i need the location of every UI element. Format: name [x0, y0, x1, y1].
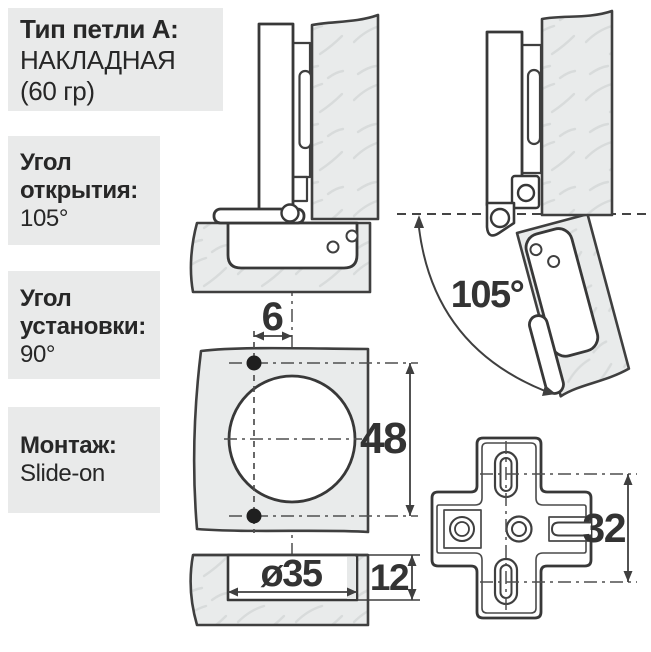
- drilling-pattern-view: 6 48: [192, 295, 418, 534]
- dim32-arrow-top: [623, 474, 633, 485]
- dim35-arrow-left: [228, 587, 238, 597]
- plate-right-notch: [548, 516, 591, 542]
- mounting-value: Slide-on: [20, 460, 105, 487]
- dim6-arrow-left: [254, 331, 264, 341]
- dim12-arrow-bottom: [407, 589, 417, 600]
- dim48-arrow-bottom: [405, 505, 415, 516]
- arc-arrowhead-bottom: [542, 385, 556, 396]
- mounting-panel: Монтаж: Slide-on: [8, 407, 160, 513]
- plate-left-hole-inner: [454, 521, 470, 537]
- cup-recess-back-wall: [347, 557, 356, 599]
- dim48-arrow-top: [405, 363, 415, 374]
- hinge-cup-open: [524, 227, 600, 358]
- cup-hole-open-2: [547, 254, 561, 268]
- hinge-open-view: 105°: [397, 9, 648, 398]
- cup-depth-section-view: ø35 12: [189, 553, 420, 627]
- cup-hole-open-1: [529, 243, 543, 257]
- hinge-type-value-line2: (60 гр): [20, 76, 95, 106]
- dim-screw-spacing-value: 48: [360, 414, 407, 463]
- dim12-arrow-top: [407, 555, 417, 566]
- screw-hole-top: [246, 355, 262, 371]
- pivot-closed: [280, 203, 300, 223]
- hinge-type-value-line1: НАКЛАДНАЯ: [20, 45, 176, 75]
- cup-hole-2: [345, 229, 359, 243]
- plate-step: [291, 175, 309, 203]
- open-angle-arc: [418, 227, 546, 392]
- dim6-arrow-right: [282, 331, 292, 341]
- hinge-closed-view: [189, 13, 380, 294]
- dim-plate-spacing-value: 32: [582, 505, 625, 551]
- install-angle-value: 90°: [20, 341, 56, 368]
- install-angle-label: Угол установки:: [20, 285, 146, 340]
- pivot-open-1: [516, 183, 536, 203]
- hinge-type-panel: Тип петли А: НАКЛАДНАЯ (60 гр): [8, 8, 223, 111]
- dim-cup-depth-value: 12: [370, 557, 409, 598]
- screw-hole-bottom: [246, 508, 262, 524]
- open-door-group: [515, 212, 631, 398]
- cabinet-panel-section: [310, 13, 380, 221]
- plate-slot-centerlines: [480, 473, 637, 583]
- mounting-plate-view: 32: [430, 436, 637, 620]
- dim-cup-diameter-value: ø35: [261, 553, 323, 595]
- plate-inner-outline: [436, 442, 587, 614]
- plate-center-hole-inner: [511, 521, 527, 537]
- arc-arrowhead-top: [414, 215, 424, 228]
- hinge-arm-open-end: [528, 314, 565, 395]
- hinge-cup-closed: [226, 221, 359, 270]
- plate-slot-side: [298, 69, 313, 150]
- plate-slot-open-view: [526, 68, 542, 146]
- opening-angle-value: 105°: [20, 205, 69, 232]
- cup-hole-1: [326, 240, 340, 254]
- dim-screw-offset-value: 6: [262, 295, 283, 339]
- install-angle-panel: Угол установки: 90°: [8, 271, 160, 379]
- hinge-arm-closed: [257, 22, 295, 215]
- opening-angle-label: Угол открытия:: [20, 149, 138, 204]
- dim35-arrow-right: [347, 587, 357, 597]
- mounting-label: Монтаж:: [20, 432, 117, 459]
- open-angle-value: 105°: [451, 274, 524, 316]
- cabinet-panel-open-view: [540, 9, 614, 217]
- hinge-type-label: Тип петли А:: [20, 14, 179, 44]
- pivot-open-2: [489, 207, 511, 229]
- opening-angle-panel: Угол открытия: 105°: [8, 136, 160, 245]
- plate-right-slot: [551, 521, 591, 537]
- dim32-arrow-bottom: [623, 571, 633, 582]
